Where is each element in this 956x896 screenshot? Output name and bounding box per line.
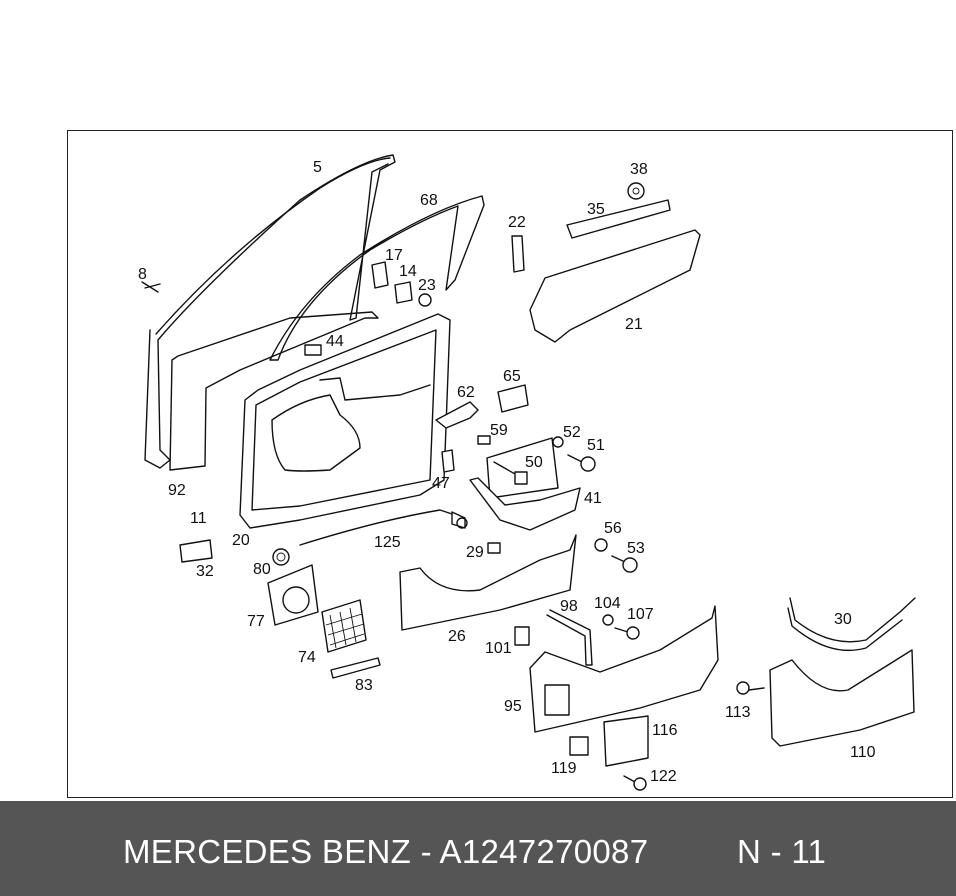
part-59-clip[interactable] [477,435,491,445]
part-14-clip[interactable] [394,281,413,304]
callout-83: 83 [355,677,373,694]
part-83-trim-strip[interactable] [330,657,381,679]
callout-56: 56 [604,520,622,537]
part-5-door-seal[interactable] [144,154,396,469]
part-29-clip[interactable] [487,542,501,554]
callout-41: 41 [584,490,602,507]
part-26-door-pocket[interactable] [399,534,577,631]
callout-14: 14 [399,263,417,280]
callout-77: 77 [247,613,265,630]
part-125-cable[interactable] [299,509,468,546]
callout-68: 68 [420,192,438,209]
part-65-switch[interactable] [497,384,529,413]
callout-38: 38 [630,161,648,178]
part-8-clip[interactable] [141,281,161,293]
callout-92: 92 [168,482,186,499]
part-35-strip[interactable] [566,199,671,239]
part-44-clip[interactable] [304,344,322,356]
part-113-screw[interactable] [736,681,765,695]
part-53-screw[interactable] [611,555,638,573]
callout-104: 104 [594,595,621,612]
callout-80: 80 [253,561,271,578]
callout-50: 50 [525,454,543,471]
callout-8: 8 [138,266,147,283]
part-38-nut[interactable] [627,182,645,200]
callout-53: 53 [627,540,645,557]
callout-26: 26 [448,628,466,645]
part-20-door-trim-frame[interactable] [239,313,451,529]
part-119-clip[interactable] [569,736,589,756]
callout-113: 113 [725,704,751,721]
part-80-grommet[interactable] [272,548,290,566]
part-62-handle[interactable] [435,401,479,429]
part-50-panel[interactable] [486,437,559,499]
callout-11[interactable]: 11 [190,510,207,527]
callout-labels: 5 68 38 35 22 21 8 17 14 23 44 65 62 52 … [138,159,876,785]
callout-107: 107 [627,606,654,623]
callout-98: 98 [560,598,578,615]
callout-32: 32 [196,563,214,580]
footer-position-label: N - 11 [737,833,827,870]
callout-101: 101 [485,640,512,657]
footer-brand-part-number: MERCEDES BENZ - A1247270087 [123,833,649,870]
part-21-panel[interactable] [529,229,701,343]
part-30-trim-rail[interactable] [787,597,916,652]
callout-59: 59 [490,422,508,439]
callout-52: 52 [563,424,581,441]
part-104-clip[interactable] [602,614,614,626]
callout-125: 125 [374,534,401,551]
callout-30: 30 [834,611,852,628]
part-98-bracket[interactable] [546,609,593,666]
door-parts-diagram: 5 68 38 35 22 21 8 17 14 23 44 65 62 52 … [138,154,916,791]
callout-20: 20 [232,532,250,549]
part-101-clip[interactable] [514,626,530,646]
part-51-screw[interactable] [567,454,596,472]
part-41-armrest[interactable] [469,477,581,531]
part-56-washer[interactable] [594,538,608,552]
footer-bar: MERCEDES BENZ - A1247270087 N - 11 [0,801,956,896]
part-17-clip[interactable] [371,261,389,289]
part-110-rear-panel[interactable] [769,649,915,747]
part-22-bracket[interactable] [511,235,525,273]
callout-29: 29 [466,544,484,561]
callout-116: 116 [652,722,678,739]
callout-44: 44 [326,333,344,350]
part-52-washer[interactable] [552,436,564,448]
part-77-speaker-housing[interactable] [267,564,319,626]
callout-95: 95 [504,698,522,715]
part-92-inner-panel[interactable] [169,311,379,471]
part-116-plate[interactable] [603,715,649,767]
callout-74: 74 [298,649,316,666]
callout-5: 5 [313,159,322,176]
part-122-screw[interactable] [623,775,647,791]
part-32-handle-bracket[interactable] [179,539,213,563]
part-23-bolt[interactable] [418,293,432,307]
part-47-latch[interactable] [441,449,455,473]
callout-119: 119 [551,760,577,777]
part-95-lower-panel[interactable] [529,605,719,733]
callout-47: 47 [432,475,450,492]
callout-62: 62 [457,384,475,401]
callout-22: 22 [508,214,526,231]
part-68-window-channel[interactable] [269,195,485,361]
callout-65: 65 [503,368,521,385]
part-107-screw[interactable] [614,626,640,640]
callout-21: 21 [625,316,643,333]
callout-51: 51 [587,437,605,454]
callout-122: 122 [650,768,677,785]
callout-110: 110 [850,744,876,761]
callout-17: 17 [385,247,403,264]
callout-23: 23 [418,277,436,294]
callout-35: 35 [587,201,605,218]
part-74-speaker-grille[interactable] [321,599,367,653]
